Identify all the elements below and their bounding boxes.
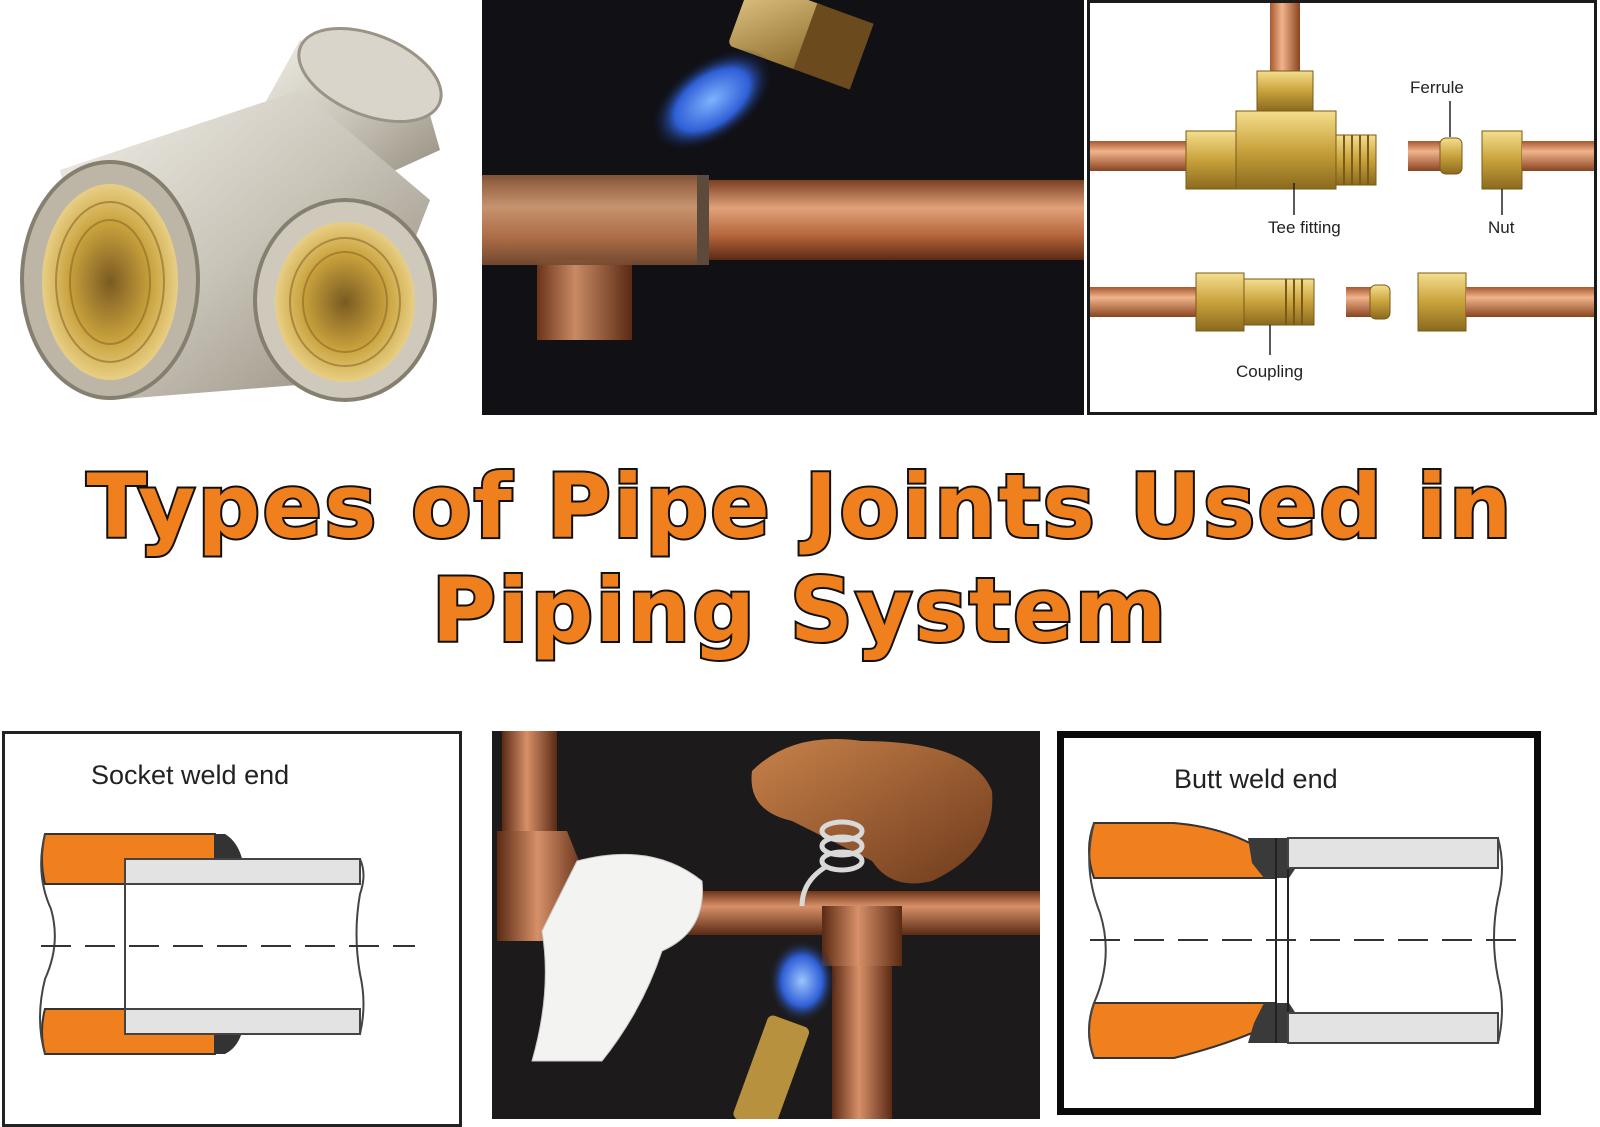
ferrule-label: Ferrule: [1410, 78, 1464, 97]
socket-weld-illustration: Socket weld end: [39, 760, 415, 1055]
soldering-copper-photo: [492, 731, 1040, 1119]
brass-tee-illustration: [20, 26, 443, 402]
brass-tee-fitting-photo: [0, 0, 480, 415]
socket-weld-label: Socket weld end: [91, 760, 289, 790]
socket-weld-end-diagram: Socket weld end: [2, 731, 462, 1127]
torch-brazing-photo: [482, 0, 1084, 415]
butt-weld-illustration: Butt weld end: [1088, 764, 1522, 1059]
butt-weld-label: Butt weld end: [1174, 764, 1338, 794]
butt-weld-end-diagram: Butt weld end: [1057, 731, 1541, 1115]
compression-fitting-diagram: Ferrule Tee fitting Nut Coupling: [1087, 0, 1597, 415]
coupling-label: Coupling: [1236, 362, 1303, 381]
torch-brazing-illustration: [482, 0, 1084, 415]
title-line-1: Types of Pipe Joints Used in: [84, 453, 1514, 560]
page-title: Types of Pipe Joints Used in Piping Syst…: [0, 453, 1600, 664]
compression-fitting-illustration: Ferrule Tee fitting Nut Coupling: [1090, 3, 1594, 381]
soldering-illustration: [492, 731, 1040, 1119]
tee-fitting-label: Tee fitting: [1268, 218, 1341, 237]
nut-label: Nut: [1488, 218, 1515, 237]
title-line-2: Piping System: [430, 557, 1169, 664]
